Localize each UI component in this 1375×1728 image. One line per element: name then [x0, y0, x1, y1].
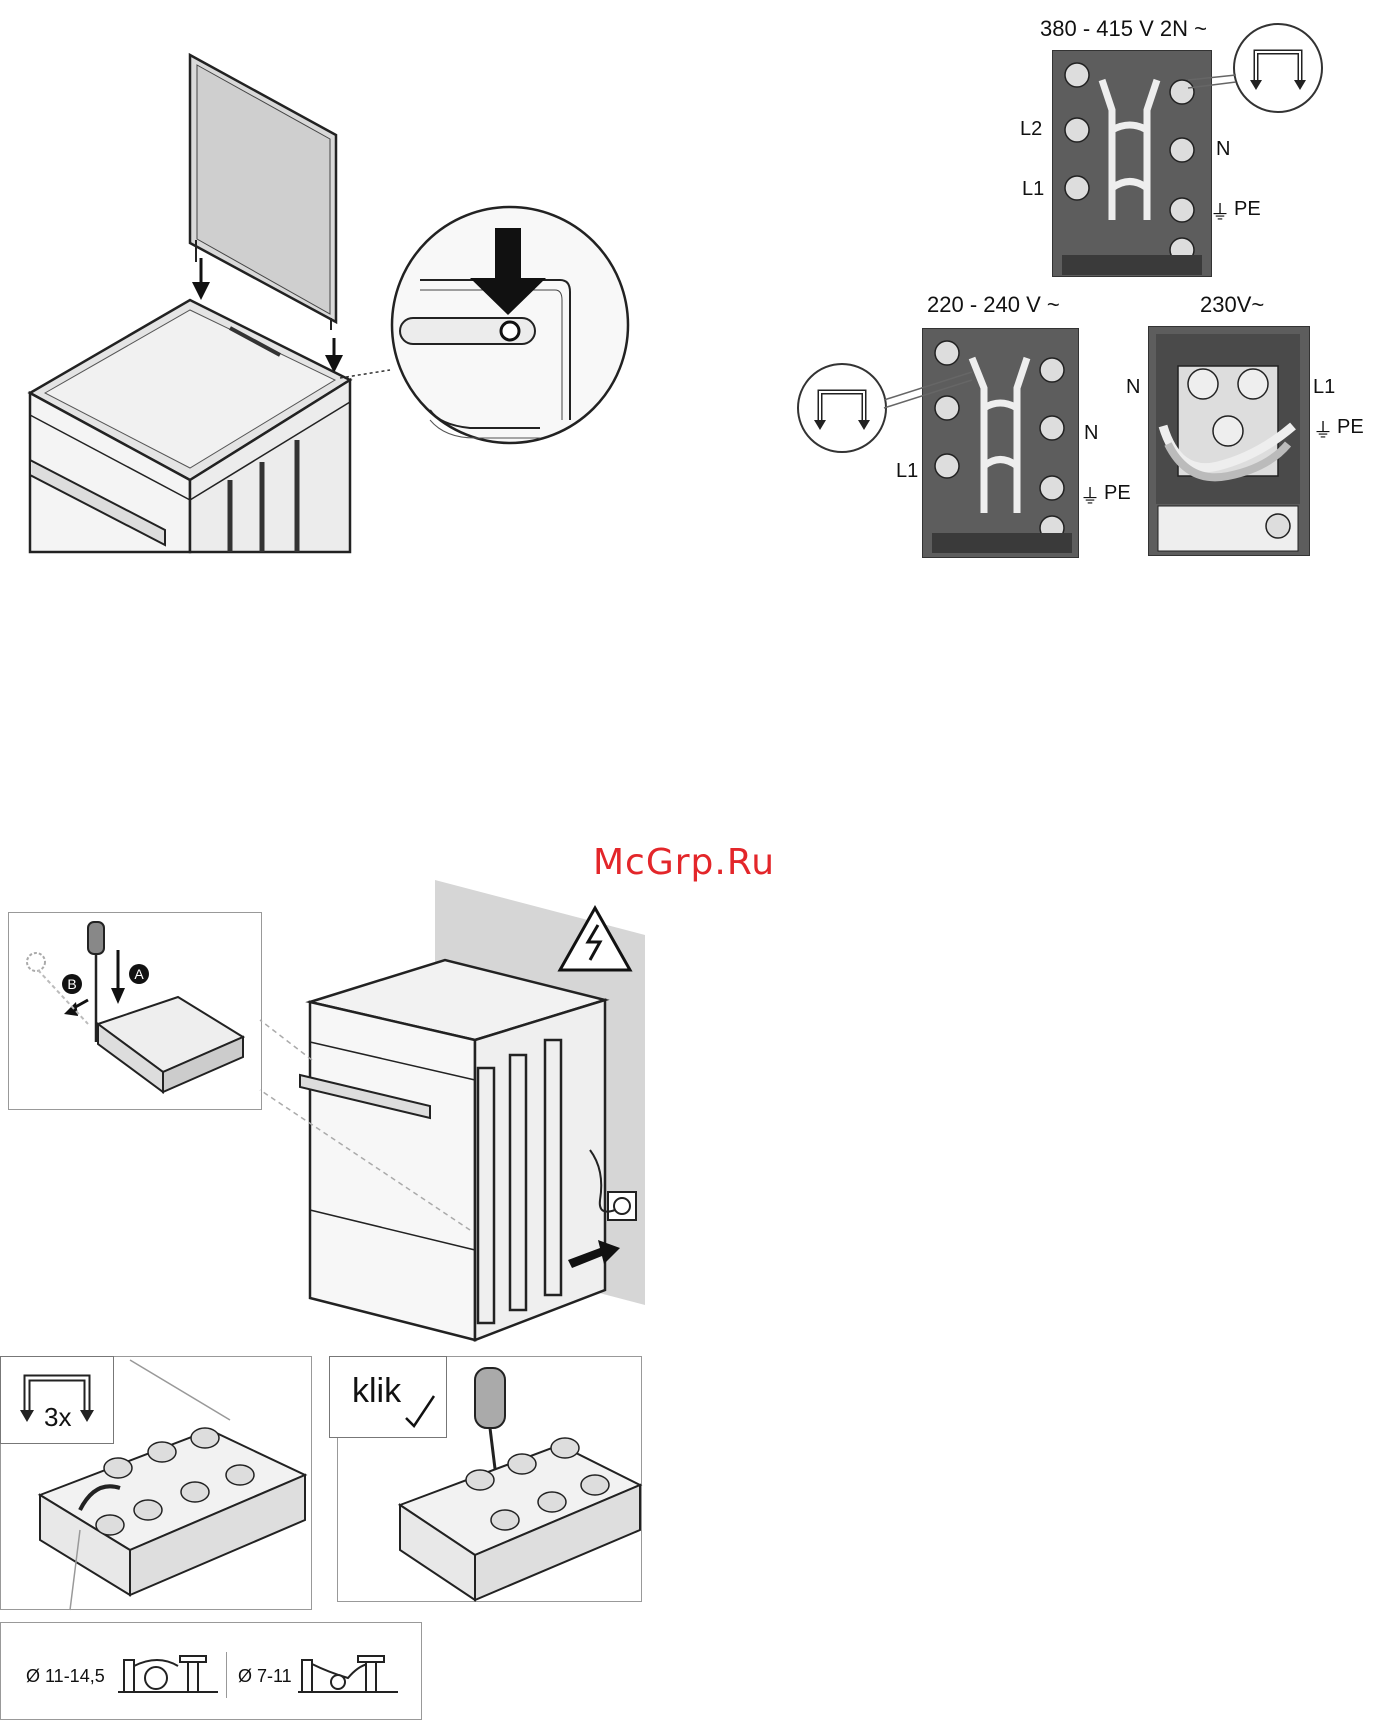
terminal-block-bridges: [0, 1410, 310, 1610]
label-pe: PE: [1337, 416, 1364, 439]
label-pe: PE: [1234, 198, 1261, 221]
cable-clamp-large-icon: [118, 1652, 218, 1696]
label-l1: L1: [1022, 178, 1044, 201]
lid-mounting-illustration: [0, 0, 650, 560]
three-phase-title: 380 - 415 V 2N ~: [1040, 16, 1207, 42]
divider: [226, 1652, 227, 1698]
watermark: McGrp.Ru: [593, 842, 775, 883]
label-pe: PE: [1104, 482, 1131, 505]
three-phase-wiring: [1052, 50, 1212, 280]
step-a-text: A: [134, 966, 143, 982]
label-n: N: [1084, 422, 1098, 445]
label-n: N: [1216, 138, 1230, 161]
ground-icon: ⏚: [1080, 480, 1100, 509]
step-label-a: A: [129, 964, 149, 984]
screwdriver-terminal-block: [340, 1360, 640, 1610]
terminal-cover-removal: [8, 912, 260, 1108]
cooker-wall-connection-illustration: [300, 880, 650, 1350]
single-phase-230-wiring: [1148, 326, 1308, 556]
single-phase-bridge-wiring: [922, 328, 1082, 558]
bridge-callout-circle: [1228, 20, 1328, 120]
arrow-down-icon: [111, 950, 125, 1004]
label-l1: L1: [1313, 376, 1335, 399]
cable-diameter-small-label: Ø 7-11: [238, 1666, 292, 1687]
single-phase-230-title: 230V~: [1200, 292, 1264, 318]
cable-diameter-large-label: Ø 11-14,5: [26, 1666, 105, 1687]
step-label-b: B: [62, 974, 82, 994]
ground-icon: ⏚: [1210, 196, 1230, 225]
label-l2: L2: [1020, 118, 1042, 141]
label-n: N: [1126, 376, 1140, 399]
cable-clamp-small-icon: [298, 1652, 398, 1696]
label-l1: L1: [896, 460, 918, 483]
ground-icon: ⏚: [1313, 414, 1333, 443]
step-b-text: B: [67, 976, 76, 992]
bridge-callout-circle: [792, 360, 892, 460]
single-phase-bridge-title: 220 - 240 V ~: [927, 292, 1060, 318]
